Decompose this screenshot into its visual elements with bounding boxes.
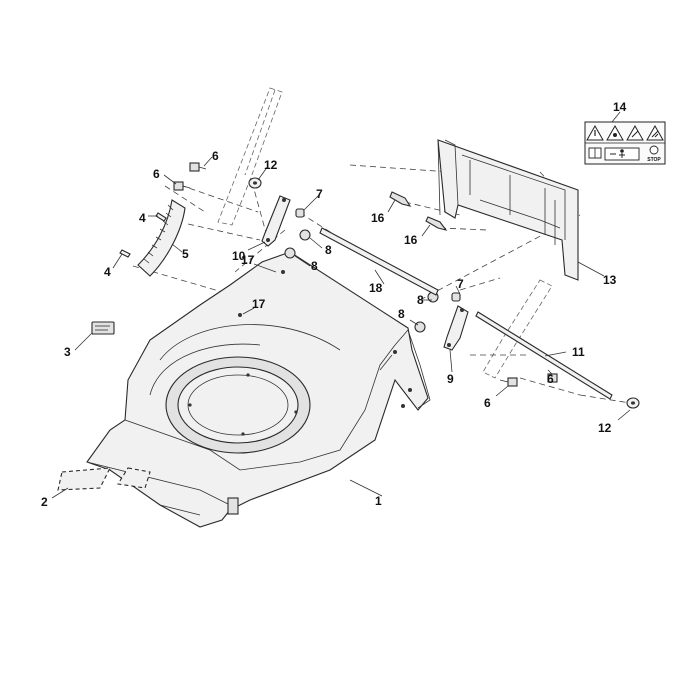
callout-16: 16 — [371, 211, 385, 225]
warning-triangle-icon — [606, 124, 624, 141]
callout-6: 6 — [547, 372, 554, 386]
callout-4: 4 — [104, 265, 111, 279]
callout-7: 7 — [316, 187, 323, 201]
bolt — [499, 377, 518, 387]
callout-1: 1 — [375, 494, 382, 508]
callout-2: 2 — [41, 495, 48, 509]
bushing — [284, 247, 296, 259]
bushing — [451, 292, 461, 302]
screw — [119, 249, 131, 258]
callout-12: 12 — [598, 421, 612, 435]
callout-17: 17 — [241, 253, 255, 267]
callout-16: 16 — [404, 233, 418, 247]
callout-7: 7 — [457, 277, 464, 291]
callout-13: 13 — [603, 273, 617, 287]
warning-triangle-icon — [626, 124, 644, 141]
warning-decal: STOP — [584, 121, 666, 165]
callout-6: 6 — [212, 149, 219, 163]
handle-tube-left-outline — [217, 87, 283, 226]
callout-9: 9 — [447, 372, 454, 386]
callout-18: 18 — [369, 281, 383, 295]
deck-housing — [86, 251, 431, 528]
warning-triangle-icon — [586, 124, 604, 141]
callout-6: 6 — [484, 396, 491, 410]
bushing — [295, 208, 305, 218]
bolt — [189, 162, 207, 172]
height-lever-left — [261, 195, 291, 247]
rear-flap — [437, 139, 579, 281]
callout-14: 14 — [613, 100, 627, 114]
height-lever-right — [443, 305, 469, 351]
callout-5: 5 — [182, 247, 189, 261]
axle-rod — [319, 227, 439, 296]
deck-label — [57, 467, 151, 491]
axle-rod-rear — [475, 311, 613, 400]
callout-12: 12 — [264, 158, 278, 172]
small-label — [91, 321, 115, 335]
callout-3: 3 — [64, 345, 71, 359]
callout-10: 10 — [232, 249, 246, 263]
bushing — [299, 229, 311, 241]
operator-icon — [604, 147, 640, 161]
warning-triangle-icon — [646, 124, 664, 141]
clip — [389, 191, 412, 207]
callout-11: 11 — [572, 345, 585, 359]
screw — [155, 212, 167, 222]
bolt — [173, 181, 191, 191]
callout-labels: 1 2 3 4 4 5 6 6 6 6 7 7 8 8 8 8 9 10 11 … — [41, 100, 627, 509]
callout-8: 8 — [325, 243, 332, 257]
bushing — [414, 321, 426, 333]
bolt — [547, 373, 558, 383]
callout-8: 8 — [398, 307, 405, 321]
height-adjust-segment — [137, 199, 186, 277]
callout-8: 8 — [417, 293, 424, 307]
handle-tube-right-outline — [482, 279, 553, 379]
callout-6: 6 — [153, 167, 160, 181]
callout-8: 8 — [311, 259, 318, 273]
stop-text: STOP — [647, 157, 661, 163]
manual-icon — [588, 147, 602, 159]
callout-17: 17 — [252, 297, 266, 311]
clip — [425, 216, 448, 231]
callout-4: 4 — [139, 211, 146, 225]
stop-icon: STOP — [647, 145, 661, 163]
leader-lines — [51, 111, 631, 499]
